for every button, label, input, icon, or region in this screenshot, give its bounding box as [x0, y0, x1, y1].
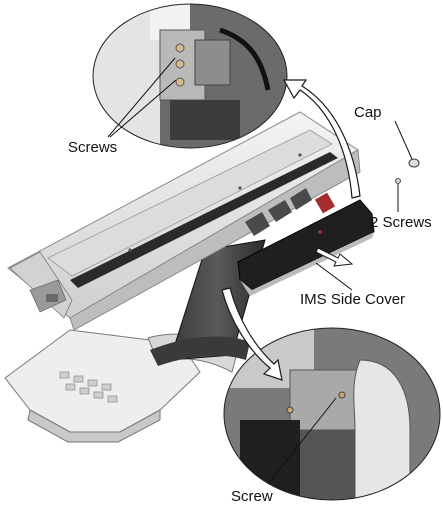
label-two-screws: 2 Screws [370, 214, 432, 231]
ims-side-cover [237, 199, 375, 296]
leader-lines [107, 57, 413, 485]
curved-arrow-down [221, 287, 283, 381]
screw-icon [395, 178, 401, 184]
device-body [7, 111, 361, 331]
label-screw-bottom: Screw [231, 488, 273, 505]
label-ims-side-cover: IMS Side Cover [300, 291, 405, 308]
curved-arrow-up [282, 79, 361, 199]
label-cap: Cap [354, 104, 382, 121]
label-screws-top: Screws [68, 139, 117, 156]
cap-icon [408, 158, 420, 168]
removal-arrow [315, 247, 354, 267]
top-inset-photo [92, 3, 288, 149]
